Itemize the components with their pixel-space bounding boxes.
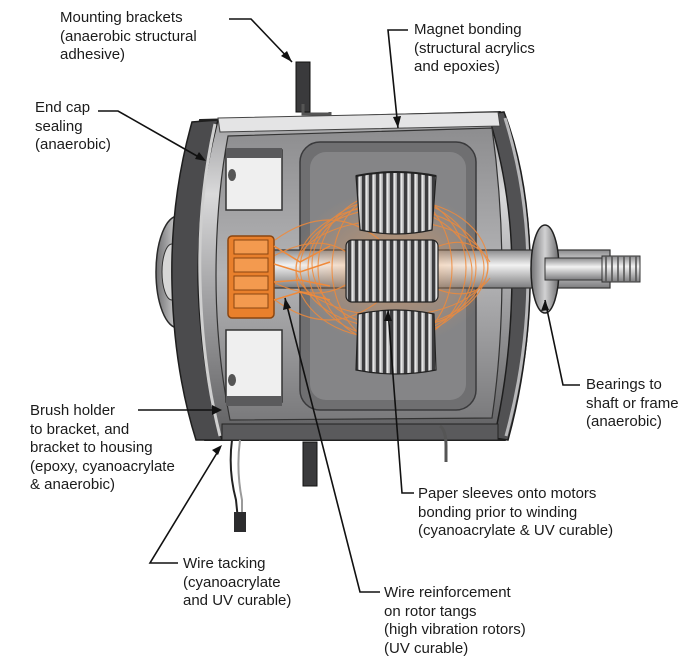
label-line: Brush holder bbox=[30, 402, 116, 419]
label-line: shaft or frame bbox=[586, 394, 679, 412]
label-end-cap-sealing: End cap sealing (anaerobic) bbox=[35, 99, 111, 155]
label-line: (epoxy, cyanoacrylate bbox=[30, 457, 175, 475]
label-line: (UV curable) bbox=[384, 639, 469, 657]
leader-lines bbox=[98, 18, 580, 593]
label-magnet-bonding: Magnet bonding (structural acrylics and … bbox=[414, 21, 535, 77]
label-line: Wire reinforcement bbox=[384, 584, 511, 601]
label-line: to bracket, and bbox=[30, 420, 130, 438]
leader-arrowheads bbox=[195, 51, 549, 455]
label-paper-sleeves: Paper sleeves onto motors bonding prior … bbox=[418, 485, 613, 541]
rotor-coil-bottom bbox=[355, 309, 437, 375]
shaft-thread bbox=[601, 255, 641, 283]
label-mounting-brackets: Mounting brackets (anaerobic structural … bbox=[60, 9, 197, 65]
label-wire-reinforcement: Wire reinforcement on rotor tangs (high … bbox=[384, 584, 526, 658]
label-line: Bearings to bbox=[586, 376, 662, 393]
label-line: sealing bbox=[35, 117, 83, 135]
label-line: and epoxies) bbox=[414, 58, 500, 75]
label-line: & anaerobic) bbox=[30, 476, 116, 493]
mounting-bracket-top bbox=[295, 61, 332, 116]
brush-blocks bbox=[225, 148, 283, 406]
leader-endcap bbox=[98, 110, 205, 161]
label-line: End cap bbox=[35, 99, 91, 116]
commutator bbox=[227, 235, 331, 319]
label-line: bracket to housing bbox=[30, 439, 153, 456]
label-line: Wire tacking bbox=[183, 555, 266, 572]
leader-paper bbox=[387, 309, 414, 494]
label-line: (anaerobic) bbox=[586, 413, 662, 430]
label-line: (anaerobic) bbox=[35, 136, 111, 153]
label-line: (structural acrylics bbox=[414, 39, 535, 57]
label-line: (cyanoacrylate bbox=[183, 573, 281, 591]
mounting-bracket-bottom bbox=[302, 424, 448, 487]
label-line: bonding prior to winding bbox=[418, 503, 578, 521]
leader-magnet bbox=[387, 29, 408, 129]
label-line: (anaerobic structural bbox=[60, 27, 197, 45]
label-line: Mounting brackets bbox=[60, 9, 183, 26]
label-line: adhesive) bbox=[60, 46, 126, 63]
label-line: and UV curable) bbox=[183, 592, 292, 609]
label-wire-tacking: Wire tacking (cyanoacrylate and UV curab… bbox=[183, 555, 291, 611]
label-brush-holder: Brush holder to bracket, and bracket to … bbox=[30, 402, 175, 495]
label-line: Paper sleeves onto motors bbox=[418, 485, 597, 502]
label-line: Magnet bonding bbox=[414, 21, 522, 38]
label-line: (high vibration rotors) bbox=[384, 621, 526, 638]
label-bearings: Bearings to shaft or frame (anaerobic) bbox=[586, 376, 679, 432]
leader-mounting bbox=[229, 18, 293, 63]
leader-tacking bbox=[148, 447, 221, 564]
rotor-coil-middle bbox=[345, 239, 439, 303]
leader-bearings bbox=[544, 299, 580, 386]
label-line: on rotor tangs bbox=[384, 602, 477, 620]
lead-wires bbox=[229, 439, 246, 532]
rotor-coil-top bbox=[355, 171, 437, 235]
leader-reinforce bbox=[284, 297, 380, 593]
label-line: (cyanoacrylate & UV curable) bbox=[418, 522, 614, 539]
